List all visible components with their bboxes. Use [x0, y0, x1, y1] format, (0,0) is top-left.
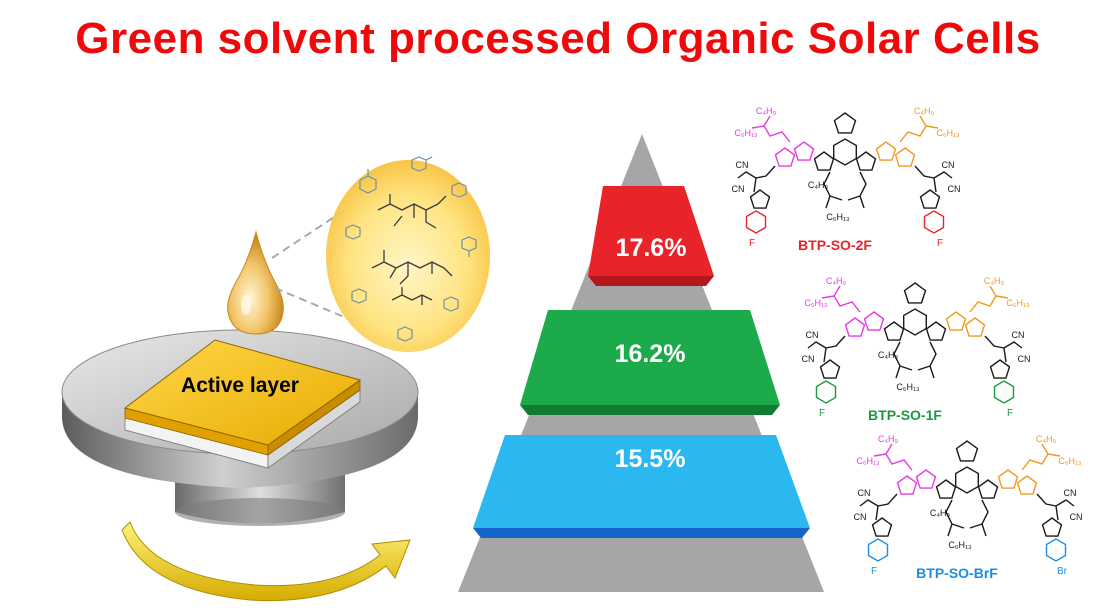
cyano-label: CN [732, 184, 745, 194]
rotation-arrow [121, 521, 411, 602]
cyano-label: CN [1064, 488, 1077, 498]
solution-droplet [227, 230, 284, 335]
side-chain-label: C₆H₁₃ [804, 298, 828, 308]
substituent-label: F [1007, 408, 1013, 419]
tier-1-value: 17.6% [616, 234, 687, 262]
substituent-label: F [819, 408, 825, 419]
page-title: Green solvent processed Organic Solar Ce… [75, 14, 1041, 63]
side-chain-label: C₆H₁₃ [1058, 456, 1082, 466]
molecule-btp-so-brf: C₄H₉ C₆H₁₃ C₄H₉ C₆H₁₃ C₄H₉ C₆H₁₃ CN CN CN CN F Br BT… [854, 434, 1083, 581]
core-chain-label: C₆H₁₃ [826, 212, 850, 222]
side-chain-label: C₆H₁₃ [734, 128, 758, 138]
pyramid-tier-1 [588, 186, 714, 276]
core-chain-label: C₄H₉ [808, 180, 829, 190]
tier-2-value: 16.2% [615, 340, 686, 368]
zoom-line-top [271, 207, 349, 259]
zoom-line-bottom [274, 287, 357, 323]
side-chain-label: C₄H₉ [878, 434, 899, 444]
substituent-label: Br [1057, 566, 1068, 577]
side-chain-label: C₄H₉ [756, 106, 777, 116]
molecule-name: BTP-SO-BrF [916, 565, 998, 581]
cyano-label: CN [942, 160, 955, 170]
active-layer-label: Active layer [181, 374, 299, 397]
side-chain-label: C₄H₉ [984, 276, 1005, 286]
cyano-label: CN [802, 354, 815, 364]
substituent-label: F [749, 238, 755, 249]
efficiency-pyramid: 17.6% 16.2% 15.5% [458, 134, 824, 592]
cyano-label: CN [1070, 512, 1083, 522]
cyano-label: CN [1018, 354, 1031, 364]
side-chain-label: C₆H₁₃ [936, 128, 960, 138]
core-chain-label: C₄H₉ [878, 350, 899, 360]
molecule-btp-so-1f: C₄H₉ C₆H₁₃ C₄H₉ C₆H₁₃ C₄H₉ C₆H₁₃ CN CN CN CN F F BTP… [802, 276, 1031, 423]
side-chain-label: C₆H₁₃ [1006, 298, 1030, 308]
side-chain-label: C₆H₁₃ [856, 456, 880, 466]
core-chain-label: C₆H₁₃ [896, 382, 920, 392]
substituent-label: F [937, 238, 943, 249]
tier-3-value: 15.5% [615, 445, 686, 473]
pyramid-tier-2 [520, 310, 780, 405]
cyano-label: CN [854, 512, 867, 522]
molecule-name: BTP-SO-1F [868, 407, 942, 423]
cyano-label: CN [806, 330, 819, 340]
molecule-name: BTP-SO-2F [798, 237, 872, 253]
cyano-label: CN [736, 160, 749, 170]
substituent-label: F [871, 566, 877, 577]
side-chain-label: C₄H₉ [1036, 434, 1057, 444]
solvent-molecules [345, 156, 477, 342]
pyramid-tier-3 [473, 435, 810, 528]
side-chain-label: C₄H₉ [826, 276, 847, 286]
cyano-label: CN [948, 184, 961, 194]
molecule-btp-so-2f: C₄H₉ C₆H₁₃ C₄H₉ C₆H₁₃ C₄H₉ C₆H₁₃ CN CN CN CN F F BTP… [732, 106, 961, 253]
side-chain-label: C₄H₉ [914, 106, 935, 116]
cyano-label: CN [1012, 330, 1025, 340]
core-chain-label: C₆H₁₃ [948, 540, 972, 550]
magnified-solution [326, 156, 490, 352]
spin-coater: Active layer [61, 329, 419, 602]
cyano-label: CN [858, 488, 871, 498]
core-chain-label: C₄H₉ [930, 508, 951, 518]
acceptor-molecules [371, 194, 453, 305]
active-layer [123, 339, 362, 446]
